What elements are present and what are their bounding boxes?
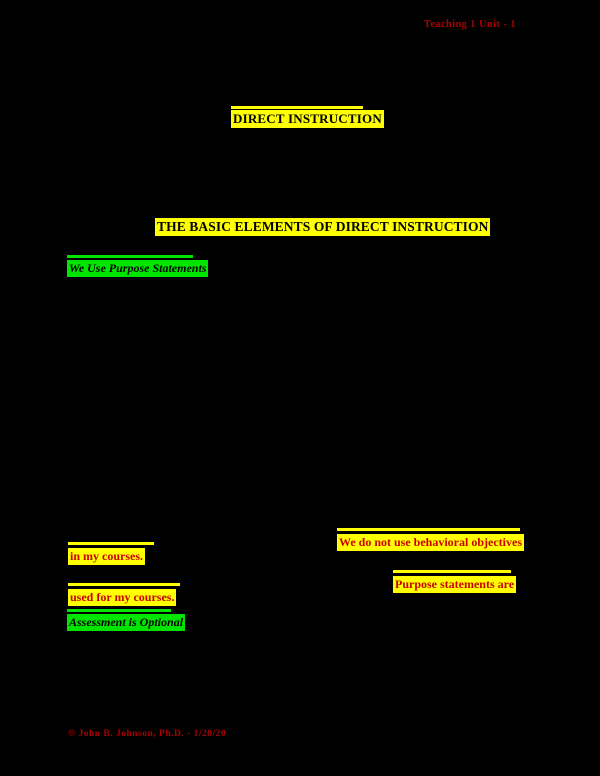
clipped-line-remnant	[393, 570, 511, 573]
page-title: DIRECT INSTRUCTION	[231, 110, 384, 128]
subheading-assessment-is-optional: Assessment is Optional	[67, 614, 186, 631]
clipped-line-remnant	[68, 542, 154, 545]
subheading-purpose-statements: We Use Purpose Statements	[67, 260, 209, 277]
section-heading: THE BASIC ELEMENTS OF DIRECT INSTRUCTION	[155, 218, 491, 236]
body-fragment-purpose-statements-are: Purpose statements are	[393, 576, 517, 593]
running-head: Teaching 1 Unit - 1	[424, 19, 517, 30]
clipped-line-remnant	[67, 255, 193, 258]
body-fragment-in-my-courses: in my courses.	[68, 548, 145, 565]
clipped-line-remnant	[337, 528, 520, 531]
body-fragment-behavioral-objectives: We do not use behavioral objectives	[337, 534, 524, 551]
clipped-line-remnant	[67, 609, 171, 612]
body-fragment-used-for-my-courses: used for my courses.	[68, 589, 177, 606]
clipped-line-remnant	[231, 106, 363, 109]
clipped-line-remnant	[68, 583, 180, 586]
footer-credit: © John B. Johnson, Ph.D. - 1/20/20	[68, 729, 227, 739]
